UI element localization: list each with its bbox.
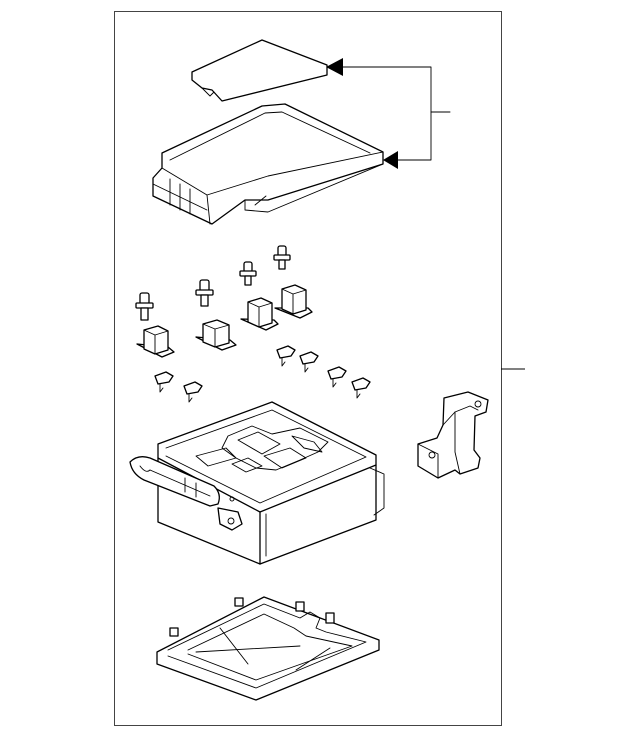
callout-bracket: [326, 58, 451, 169]
cover-gasket: [191, 39, 328, 102]
lower-cover: [156, 596, 380, 701]
mini-fuse: [327, 366, 347, 388]
relay: [240, 297, 279, 331]
junction-box-body: [129, 401, 385, 565]
mounting-bracket: [417, 391, 489, 479]
fuse: [195, 279, 214, 307]
fuse: [135, 292, 154, 321]
mini-fuse: [299, 351, 319, 373]
arrow-head-upper: [326, 58, 343, 76]
upper-cover: [152, 103, 384, 225]
relay: [195, 319, 237, 351]
mini-fuse: [351, 377, 371, 399]
mini-fuse: [276, 345, 296, 367]
fuse: [273, 245, 291, 270]
relay: [274, 284, 313, 319]
mini-fuse: [183, 381, 203, 403]
relay: [136, 325, 175, 358]
fuse: [239, 261, 257, 286]
mini-fuse: [154, 371, 174, 393]
arrow-head-lower: [383, 151, 398, 169]
